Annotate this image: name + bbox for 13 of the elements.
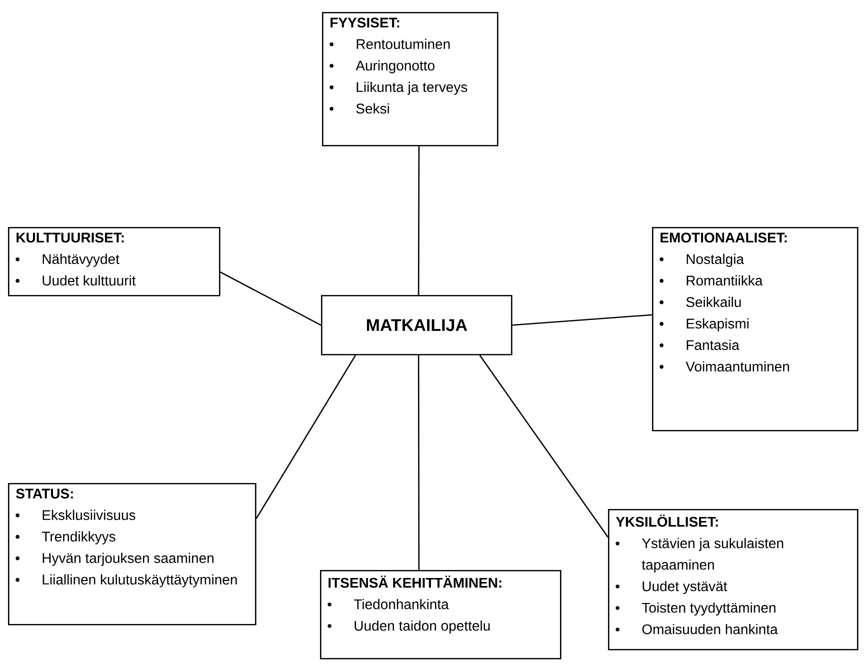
category-box: YKSILÖLLISET: Ystävien ja sukulaisten tapaaminen Uudet ystävät Toisten tyydyttäminen Omaisuuden hankinta [608, 509, 858, 650]
connector-line [418, 146, 420, 295]
connector-line [418, 355, 420, 570]
connector-line [256, 354, 356, 519]
connector-line [220, 271, 322, 326]
category-box: FYYSISET: Rentoutuminen Auringonotto Liikunta ja terveys Seksi [322, 12, 498, 146]
connector-line [479, 354, 609, 538]
connector-line [512, 314, 652, 326]
category-box: ITSENSÄ KEHITTÄMINEN: Tiedonhankinta Uuden taidon opettelu [320, 570, 562, 660]
category-box: STATUS: Eksklusiivisuus Trendikkyys Hyvän tarjouksen saaminen Liiallinen kulutuskäyttäytyminen [8, 483, 256, 626]
category-box: KULTTUURISET: Nähtävyydet Uudet kulttuurit [8, 227, 220, 296]
center-box: MATKAILIJA [321, 295, 512, 356]
category-box: EMOTIONAALISET: Nostalgia Romantiikka Seikkailu Eskapismi Fantasia Voimaantuminen [652, 227, 858, 432]
